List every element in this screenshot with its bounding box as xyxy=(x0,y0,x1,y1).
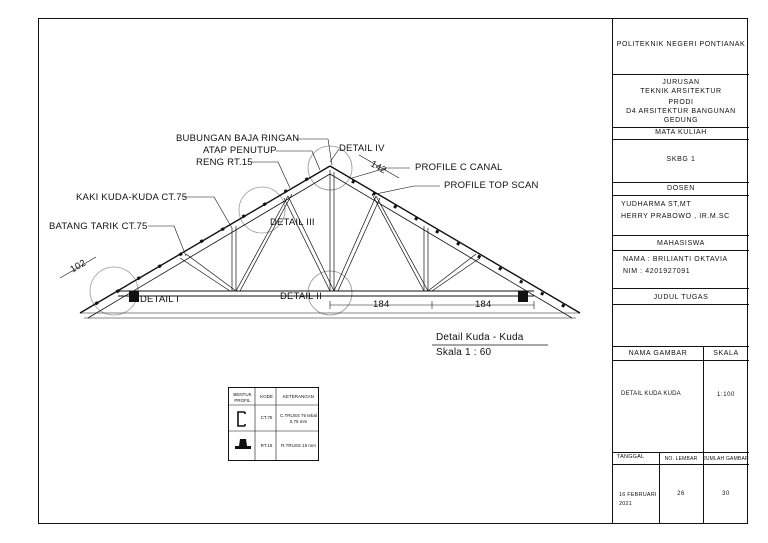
label-profile-top: PROFILE TOP SCAN xyxy=(444,180,539,191)
truss-drawing xyxy=(59,138,581,346)
title-block: POLITEKNIK NEGERI PONTIANAK JURUSAN TEKN… xyxy=(612,18,749,524)
jumlah-gambar-label: JUMLAH GAMBAR xyxy=(703,456,749,462)
skala-label: SKALA xyxy=(713,350,739,357)
support-right xyxy=(518,291,528,302)
jurusan-label: JURUSAN xyxy=(662,79,700,86)
mahasiswa-nama: NAMA : BRILIANTI OKTAVIA xyxy=(623,256,728,263)
mahasiswa-nim: NIM : 4201927091 xyxy=(623,268,691,275)
legend-grid xyxy=(228,387,319,461)
label-kaki-kuda: KAKI KUDA-KUDA CT.75 xyxy=(76,192,188,203)
label-detail-i: DETAIL I xyxy=(140,294,180,305)
institution-name: POLITEKNIK NEGERI PONTIANAK xyxy=(616,41,746,48)
jurusan-value: TEKNIK ARSITEKTUR xyxy=(640,88,722,95)
legend-header-profil: BENTUK PROFIL xyxy=(233,392,252,403)
label-profile-c: PROFILE C CANAL xyxy=(415,162,503,173)
prodi-label: PRODI xyxy=(668,99,694,106)
drawing-caption-scale: Skala 1 : 60 xyxy=(436,347,492,358)
legend-header-kode: KODE xyxy=(260,394,273,399)
dosen-label: DOSEN xyxy=(667,185,695,192)
mahasiswa-label: MAHASISWA xyxy=(657,240,705,247)
dosen-1: YUDHARMA ST,MT xyxy=(621,201,692,208)
label-reng: RENG RT.15 xyxy=(196,157,253,168)
prodi-value: D4 ARSITEKTUR BANGUNAN GEDUNG xyxy=(626,108,736,124)
dimension-line xyxy=(329,301,535,309)
leader-lines xyxy=(59,138,440,279)
nama-gambar-label: NAMA GAMBAR xyxy=(628,350,688,357)
legend-row-2-keterangan: R.TRUSS 15 mm xyxy=(281,443,316,448)
legend-header-keterangan: KETERANGAN xyxy=(282,394,314,399)
dosen-2: HERRY PRABOWO , IR.M.SC xyxy=(621,213,730,220)
label-bubungan: BUBUNGAN BAJA RINGAN xyxy=(176,133,300,144)
tanggal-label: TANGGAL xyxy=(617,454,645,460)
dimension-184-right: 184 xyxy=(475,299,492,310)
reng-markers xyxy=(94,177,566,308)
legend-row-2-kode: RT.15 xyxy=(260,443,273,448)
reng-icon xyxy=(235,439,251,449)
no-lembar-value: 26 xyxy=(677,491,685,497)
mata-kuliah-label: MATA KULIAH xyxy=(655,129,707,136)
label-detail-iv: DETAIL IV xyxy=(339,143,385,154)
skala-value: 1:100 xyxy=(716,392,735,398)
label-detail-iii: DETAIL III xyxy=(270,217,315,228)
no-lembar-label: NO. LEMBAR xyxy=(664,456,698,462)
tanggal-value: 16 FEBRUARI 2021 xyxy=(619,492,657,507)
legend-row-1-kode: CT.75 xyxy=(260,415,273,420)
label-batang-tarik: BATANG TARIK CT.75 xyxy=(49,221,148,232)
support-left xyxy=(129,291,139,302)
web-members xyxy=(179,170,481,292)
bottom-chord xyxy=(80,290,580,319)
judul-tugas-label: JUDUL TUGAS xyxy=(653,294,709,301)
c-channel-icon xyxy=(237,411,246,427)
detail-iii-circle xyxy=(238,186,286,234)
label-atap-penutup: ATAP PENUTUP xyxy=(203,145,277,156)
drawing-border xyxy=(38,18,748,524)
label-detail-ii: DETAIL II xyxy=(280,291,322,302)
dimension-184-left: 184 xyxy=(373,299,390,310)
legend-table: BENTUK PROFIL KODE KETERANGAN CT.75 C.TR… xyxy=(228,387,319,461)
legend-row-1-keterangan: C.TRUSS 75 tebal 0,75 mm xyxy=(279,413,317,424)
jumlah-gambar-value: 30 xyxy=(722,491,730,497)
mata-kuliah-value: SKBG 1 xyxy=(666,156,696,163)
nama-gambar-value: DETAIL KUDA KUDA xyxy=(621,391,681,397)
drawing-caption-title: Detail Kuda - Kuda xyxy=(436,332,524,343)
